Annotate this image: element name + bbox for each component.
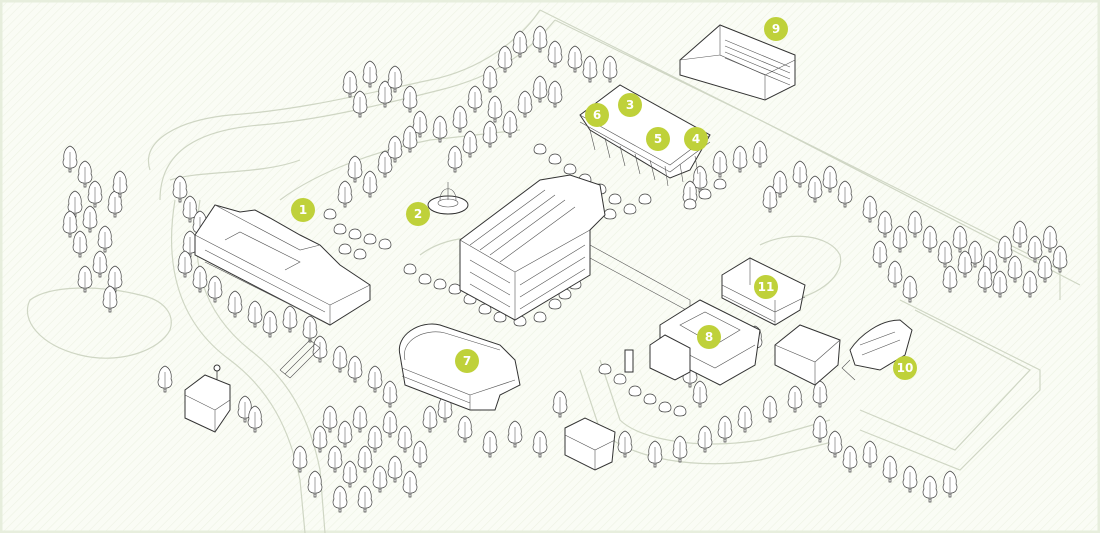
marker-1-label: 1	[299, 203, 307, 217]
bush-icon	[548, 298, 562, 310]
marker-11[interactable]: 11	[754, 275, 778, 299]
marker-5[interactable]: 5	[646, 127, 670, 151]
marker-1[interactable]: 1	[291, 198, 315, 222]
marker-4[interactable]: 4	[684, 127, 708, 151]
bush-icon	[713, 178, 727, 190]
marker-8-label: 8	[705, 330, 713, 344]
marker-9[interactable]: 9	[764, 17, 788, 41]
bush-icon	[533, 311, 547, 323]
building-10	[841, 319, 913, 381]
bush-icon	[683, 198, 697, 210]
small-house	[564, 417, 616, 471]
barn	[774, 324, 841, 386]
marker-4-label: 4	[692, 132, 700, 146]
bush-icon	[638, 193, 652, 205]
bush-icon	[323, 208, 337, 220]
marker-6[interactable]: 6	[585, 103, 609, 127]
bush-icon	[403, 263, 417, 275]
marker-7[interactable]: 7	[455, 349, 479, 373]
marker-10-label: 10	[897, 361, 914, 375]
marker-2[interactable]: 2	[406, 202, 430, 226]
bush-icon	[348, 228, 362, 240]
main-building	[459, 174, 691, 321]
stairs	[279, 339, 321, 379]
marker-6-label: 6	[593, 108, 601, 122]
fountain	[427, 182, 469, 215]
marker-3-label: 3	[626, 98, 634, 112]
gatehouse	[184, 364, 231, 433]
building-1	[194, 204, 371, 326]
bush-icon	[673, 405, 687, 417]
bush-icon	[378, 238, 392, 250]
bush-icon	[563, 163, 577, 175]
bush-icon	[533, 143, 547, 155]
bush-icon	[608, 193, 622, 205]
bush-icon	[363, 233, 377, 245]
marker-7-label: 7	[463, 354, 471, 368]
bush-icon	[353, 248, 367, 260]
marker-9-label: 9	[772, 22, 780, 36]
bush-icon	[603, 208, 617, 220]
bush-icon	[643, 393, 657, 405]
marker-2-label: 2	[414, 207, 422, 221]
bush-icon	[628, 385, 642, 397]
marker-3[interactable]: 3	[618, 93, 642, 117]
bush-icon	[433, 278, 447, 290]
bush-icon	[548, 153, 562, 165]
marker-10[interactable]: 10	[893, 356, 917, 380]
bush-icon	[448, 283, 462, 295]
bush-icon	[613, 373, 627, 385]
bush-icon	[623, 203, 637, 215]
bush-icon	[658, 401, 672, 413]
marker-5-label: 5	[654, 132, 662, 146]
marker-8[interactable]: 8	[697, 325, 721, 349]
building-9	[679, 24, 796, 101]
bush-icon	[338, 243, 352, 255]
bush-icon	[698, 188, 712, 200]
bush-icon	[598, 363, 612, 375]
bush-icon	[418, 273, 432, 285]
bush-icon	[333, 223, 347, 235]
marker-11-label: 11	[758, 280, 775, 294]
